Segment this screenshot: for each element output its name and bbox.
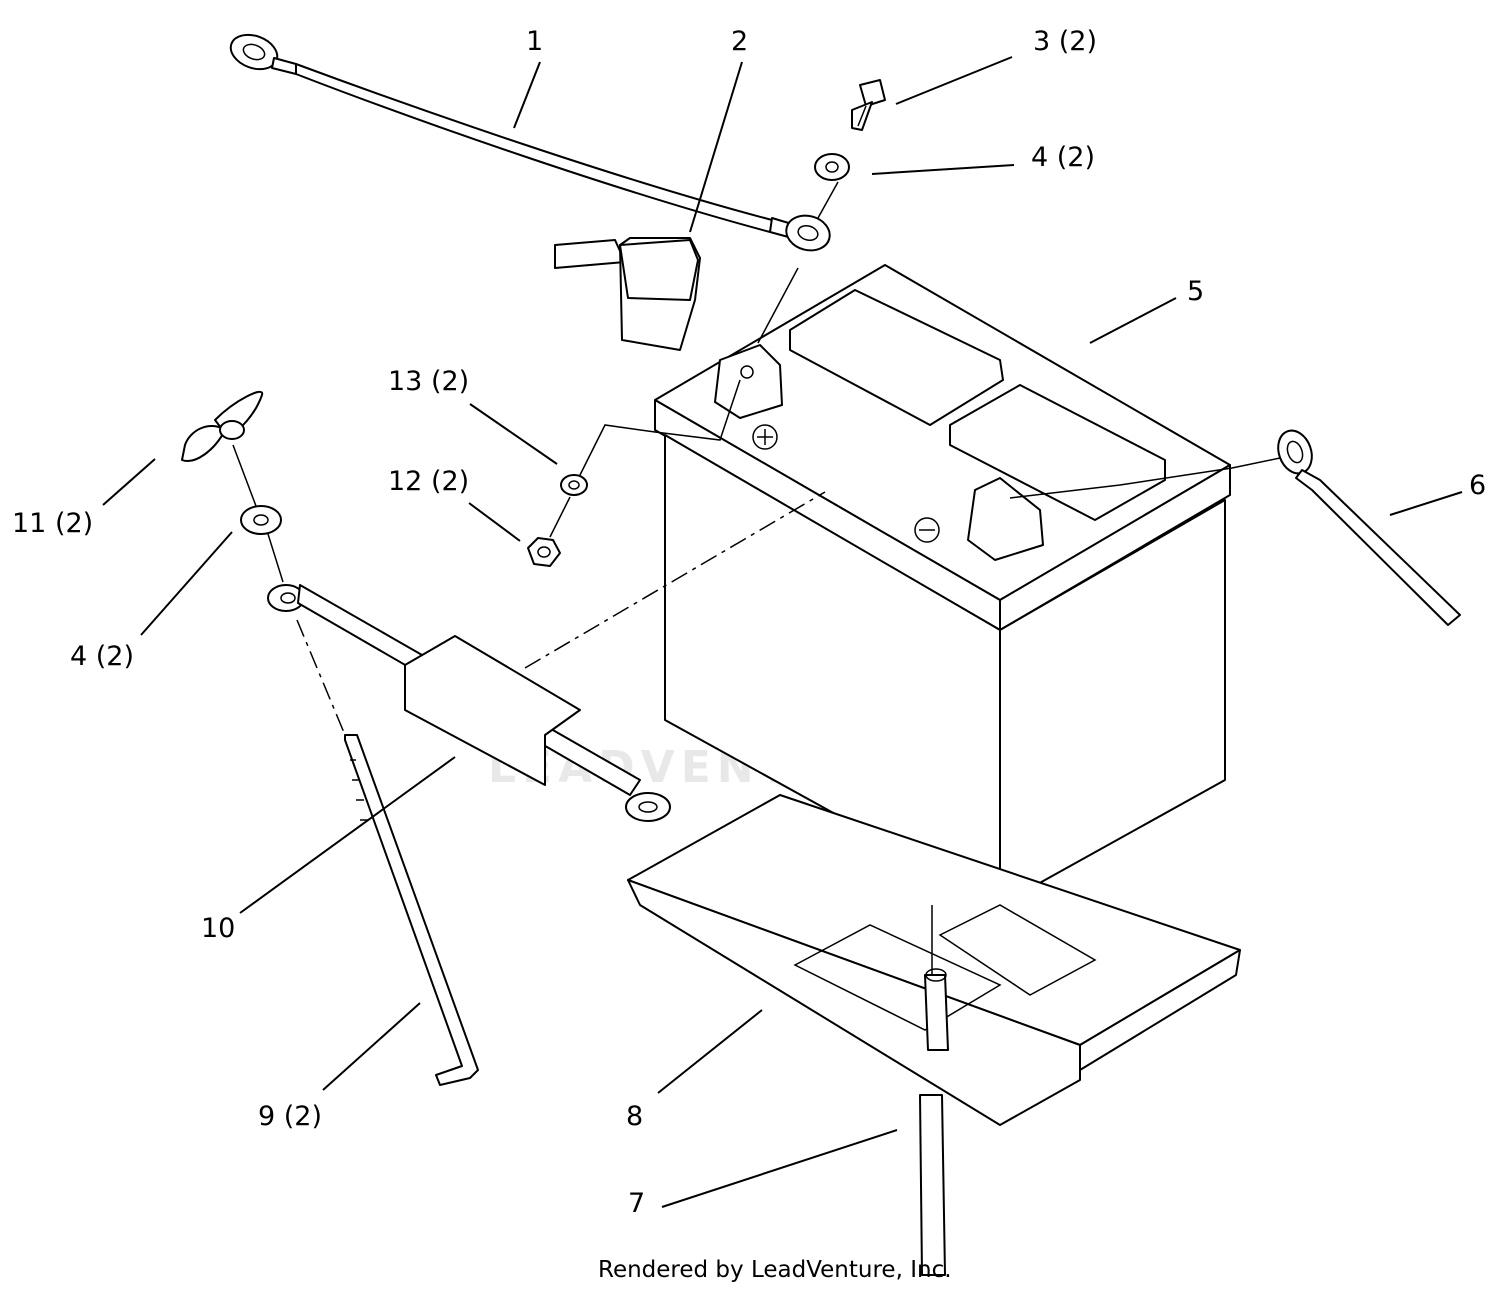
callout-6: 6 (1469, 470, 1486, 501)
callout-9: 9 (2) (258, 1101, 322, 1132)
callout-7: 7 (628, 1188, 645, 1219)
battery-part-5 (654, 264, 1231, 906)
callout-10: 10 (201, 913, 235, 944)
hold-down-bar-part-10 (267, 491, 826, 822)
callout-13: 13 (2) (388, 366, 469, 397)
battery-cable-part-6 (1231, 429, 1461, 626)
callout-4-lower: 4 (2) (70, 641, 134, 672)
callout-4-top: 4 (2) (1031, 142, 1095, 173)
callout-2: 2 (731, 26, 748, 57)
nut-part-12 (527, 496, 571, 567)
callout-5: 5 (1187, 276, 1204, 307)
terminal-boot-part-2 (554, 237, 701, 351)
j-bolt-part-9 (296, 619, 479, 1086)
leader-lines (102, 56, 1463, 1208)
battery-tray-part-8 (627, 794, 1241, 1126)
washer-part-4-lower (232, 444, 284, 583)
lock-washer-part-13 (560, 379, 741, 496)
callout-8: 8 (626, 1101, 643, 1132)
washer-part-4-top (814, 153, 850, 219)
bolt-part-3 (851, 79, 886, 131)
battery-cable-part-1 (229, 33, 831, 252)
callout-3: 3 (2) (1033, 26, 1097, 57)
wing-nut-part-11 (181, 390, 264, 462)
callout-11: 11 (2) (12, 508, 93, 539)
callout-1: 1 (526, 26, 543, 57)
render-credit: Rendered by LeadVenture, Inc. (598, 1257, 952, 1283)
rod-part-7 (919, 1094, 946, 1276)
callout-12: 12 (2) (388, 466, 469, 497)
